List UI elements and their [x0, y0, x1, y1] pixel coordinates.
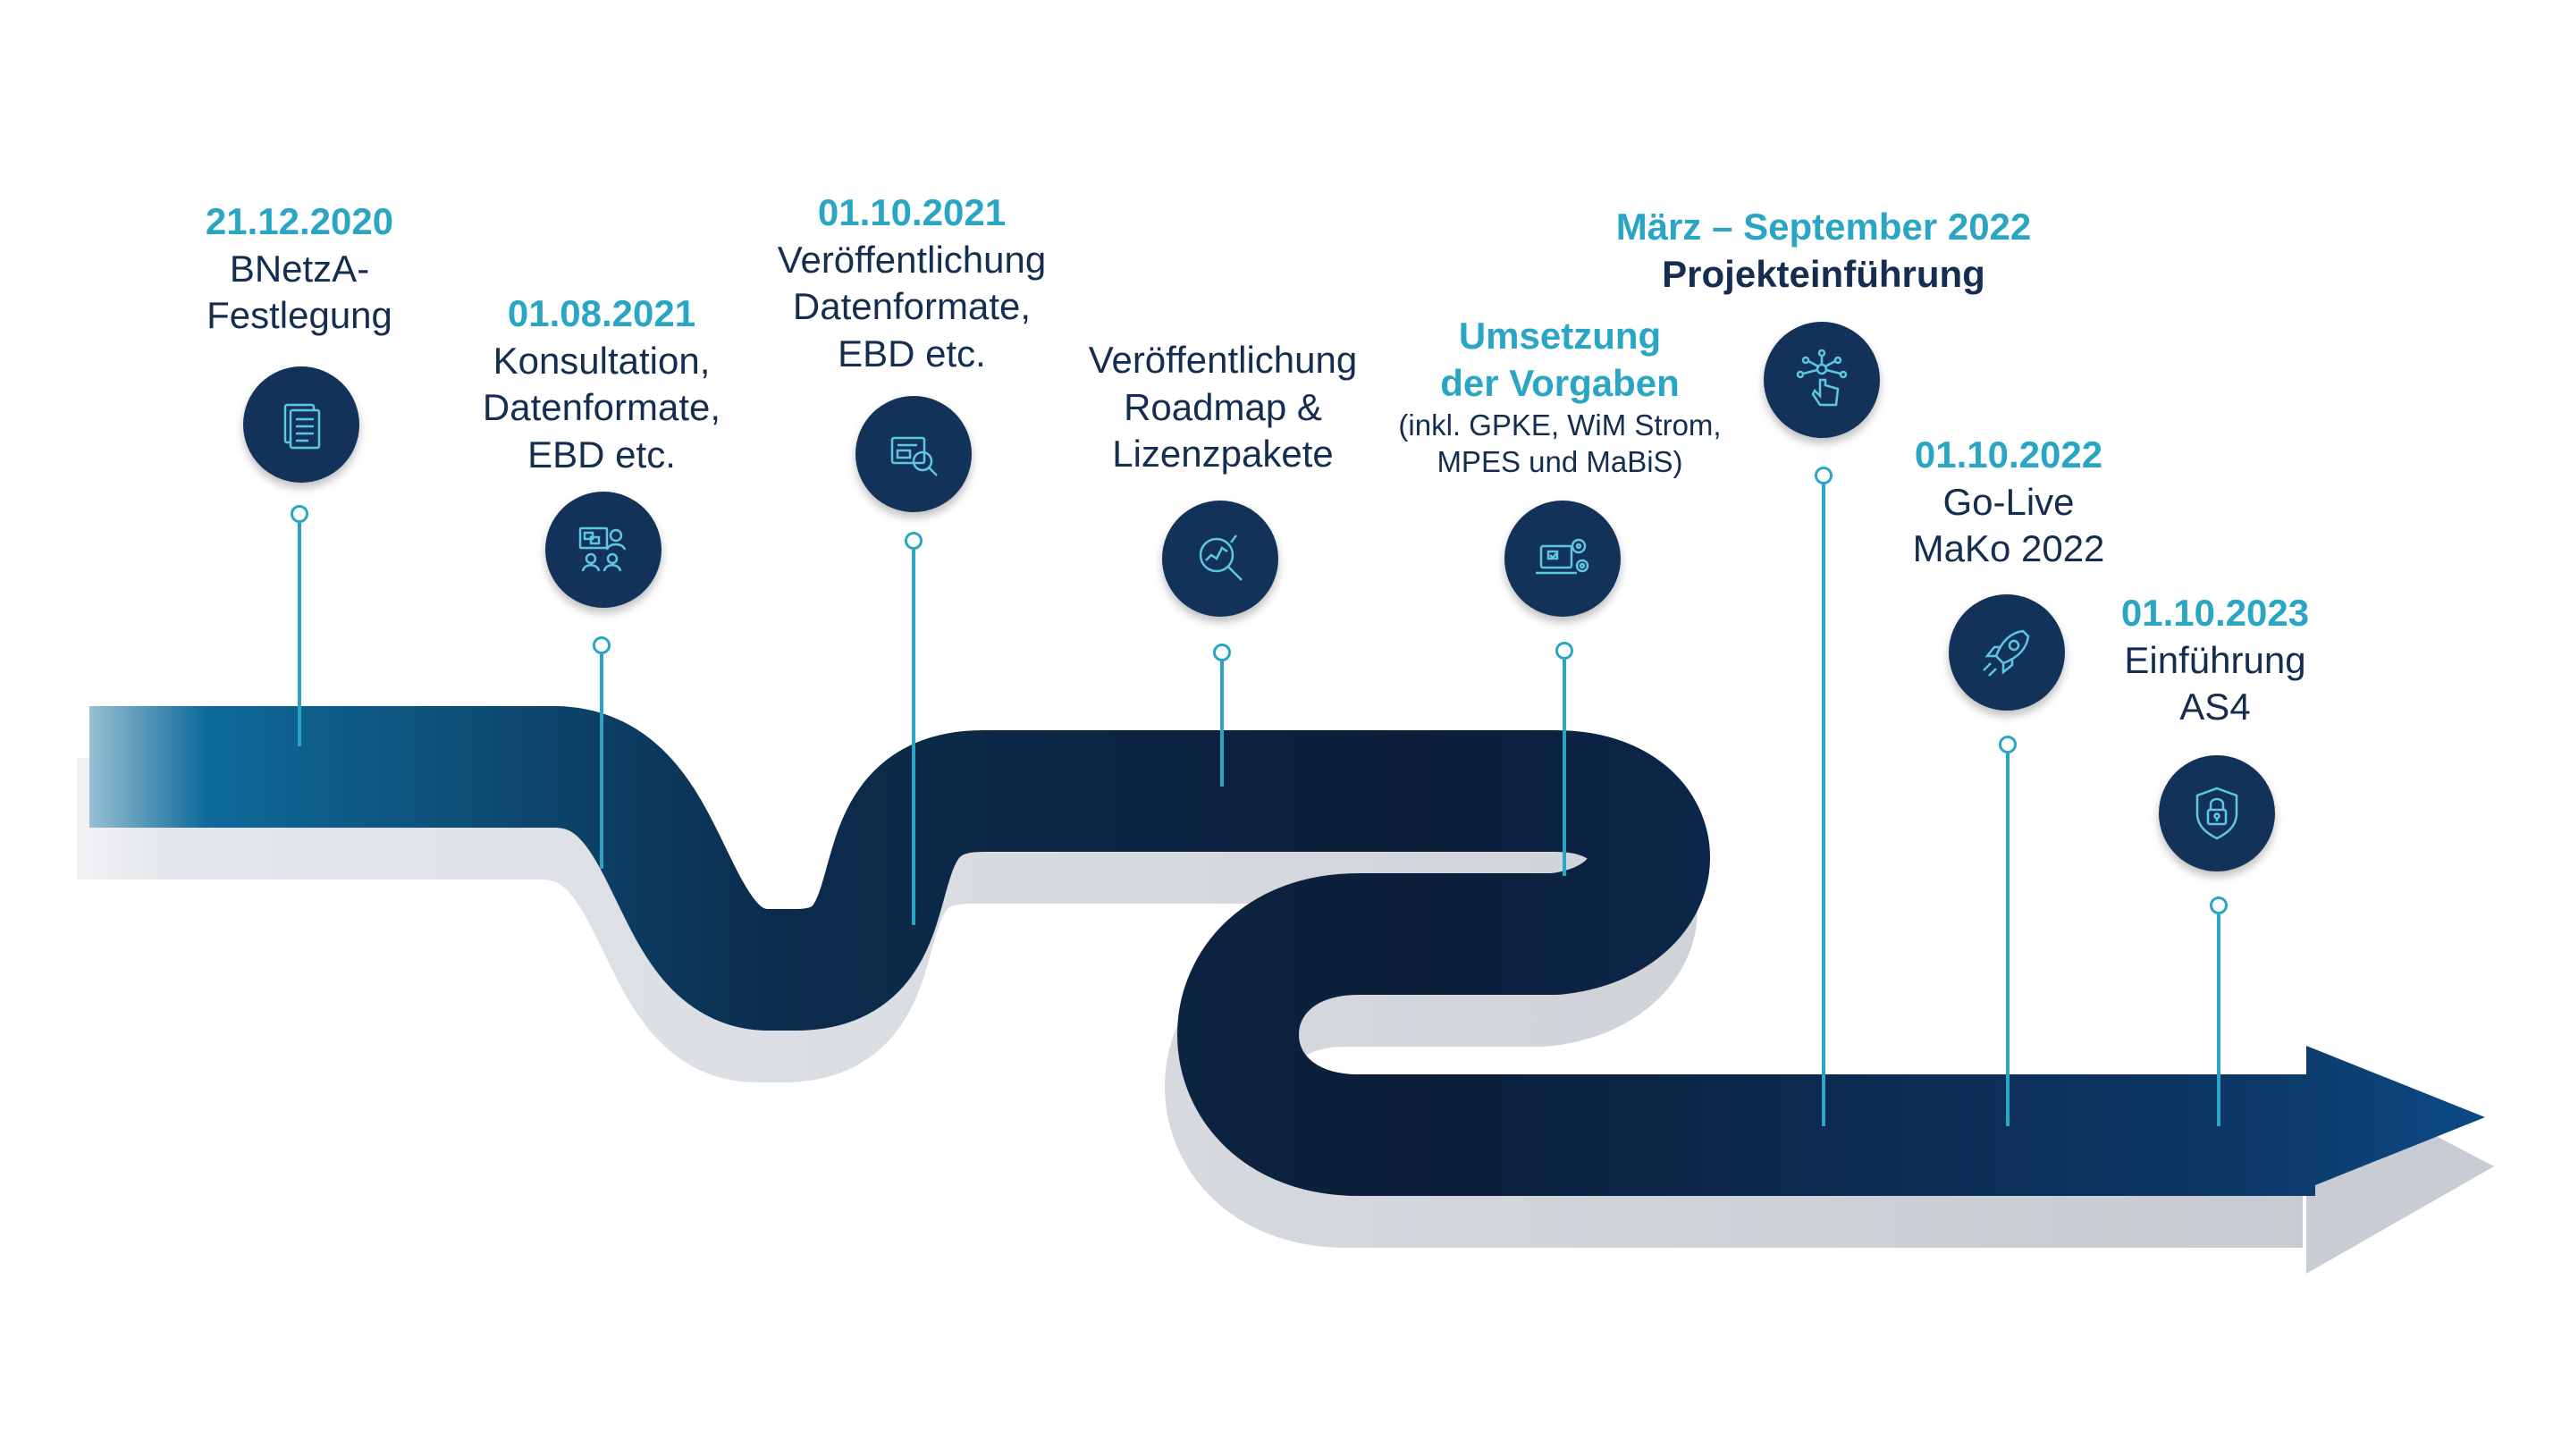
milestone-pin-dot	[1999, 736, 2017, 753]
milestone-pin-dot	[905, 532, 923, 550]
milestone-pin-dot	[1815, 467, 1833, 484]
consultation-meeting-icon	[545, 492, 661, 608]
milestone-text: Lizenzpakete	[1112, 433, 1334, 475]
milestone-pin-line	[298, 523, 301, 746]
milestone-text: Einführung	[2124, 638, 2306, 681]
milestone-date: März – September 2022	[1615, 206, 2032, 248]
milestone-date: 01.10.2023	[2120, 592, 2310, 634]
shield-lock-icon	[2159, 755, 2275, 871]
milestone-text: Festlegung	[206, 294, 392, 336]
milestone-pin-line	[912, 550, 915, 925]
milestone-text: Datenformate,	[482, 386, 721, 428]
milestone-date: 01.10.2021	[817, 191, 1007, 233]
rocket-icon	[1949, 594, 2065, 711]
milestone-pin-dot	[2210, 896, 2228, 914]
milestone-pin-dot	[291, 505, 308, 523]
milestone-date: 21.12.2020	[205, 200, 394, 242]
milestone-text: MPES und MaBiS)	[1437, 445, 1683, 479]
milestone-7-label: 01.10.2022 Go-Live MaKo 2022	[1913, 432, 2105, 573]
milestone-date: 01.10.2022	[1914, 433, 2103, 476]
milestone-date: 01.08.2021	[507, 292, 696, 334]
analytics-magnifier-icon	[1162, 501, 1278, 617]
milestone-text: EBD etc.	[838, 332, 986, 375]
milestone-title: Umsetzung	[1458, 315, 1662, 357]
milestone-pin-dot	[593, 636, 611, 654]
laptop-gears-icon	[1504, 501, 1621, 617]
document-search-icon	[855, 396, 972, 512]
milestone-text: Veröffentlichung	[777, 238, 1047, 281]
touch-network-icon	[1764, 322, 1880, 438]
milestone-pin-dot	[1555, 642, 1573, 660]
milestone-title: Projekteinführung	[1662, 252, 1985, 295]
milestone-pin-line	[2217, 914, 2220, 1126]
milestone-pin-line	[1563, 660, 1566, 876]
milestone-text: (inkl. GPKE, WiM Strom,	[1398, 408, 1722, 442]
milestone-3-label: 01.10.2021 Veröffentlichung Datenformate…	[778, 189, 1046, 377]
milestone-1-label: 21.12.2020 BNetzA- Festlegung	[206, 198, 393, 340]
milestone-pin-line	[2006, 753, 2010, 1126]
milestone-6-label: März – September 2022 Projekteinführung	[1616, 204, 2032, 298]
milestone-5-label: Umsetzung der Vorgaben (inkl. GPKE, WiM …	[1398, 313, 1721, 481]
milestone-pin-line	[1220, 661, 1224, 787]
document-stack-icon	[243, 366, 359, 483]
milestone-pin-dot	[1213, 644, 1231, 661]
milestone-text: Roadmap &	[1124, 385, 1322, 428]
milestone-pin-line	[1822, 484, 1825, 1126]
milestone-text: MaKo 2022	[1912, 527, 2105, 569]
milestone-title: der Vorgaben	[1440, 361, 1680, 404]
milestone-text: Veröffentlichung	[1088, 339, 1358, 381]
milestone-text: Go-Live	[1942, 480, 2075, 523]
milestone-text: AS4	[2179, 686, 2251, 728]
milestone-pin-line	[600, 654, 603, 869]
milestone-text: Datenformate,	[792, 285, 1032, 327]
milestone-4-label: Veröffentlichung Roadmap & Lizenzpakete	[1089, 337, 1357, 478]
milestone-8-label: 01.10.2023 Einführung AS4	[2121, 590, 2309, 731]
milestone-text: BNetzA-	[229, 247, 370, 290]
milestone-text: Konsultation,	[493, 339, 711, 382]
milestone-2-label: 01.08.2021 Konsultation, Datenformate, E…	[483, 290, 720, 478]
milestone-text: EBD etc.	[527, 433, 676, 476]
